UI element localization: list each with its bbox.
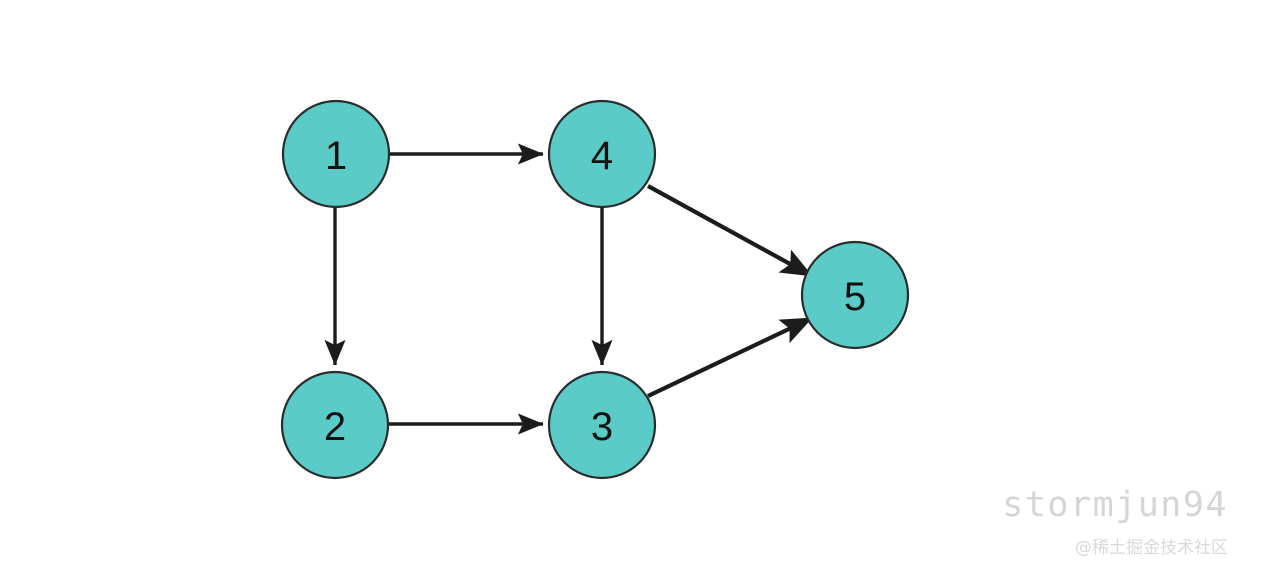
edge-3-to-5 xyxy=(647,316,813,398)
edges-layer xyxy=(324,143,814,435)
graph-node-5-label: 5 xyxy=(844,275,866,319)
edge-4-to-5 xyxy=(646,184,814,278)
graph-node-4-label: 4 xyxy=(591,134,613,178)
graph-node-1-label: 1 xyxy=(325,134,347,178)
watermark-primary-text: stormjun94 xyxy=(1002,484,1228,525)
graph-node-5[interactable]: 5 xyxy=(800,240,910,350)
nodes-layer: 1 2 3 4 5 xyxy=(280,99,910,480)
graph-node-2[interactable]: 2 xyxy=(280,370,390,480)
graph-node-3-label: 3 xyxy=(591,405,613,449)
graph-node-4[interactable]: 4 xyxy=(547,99,657,209)
graph-node-2-label: 2 xyxy=(324,405,346,449)
graph-node-3[interactable]: 3 xyxy=(547,370,657,480)
watermark: stormjun94 @稀土掘金技术社区 xyxy=(1002,485,1228,558)
graph-node-1[interactable]: 1 xyxy=(281,99,391,209)
watermark-secondary-text: @稀土掘金技术社区 xyxy=(1075,538,1228,558)
